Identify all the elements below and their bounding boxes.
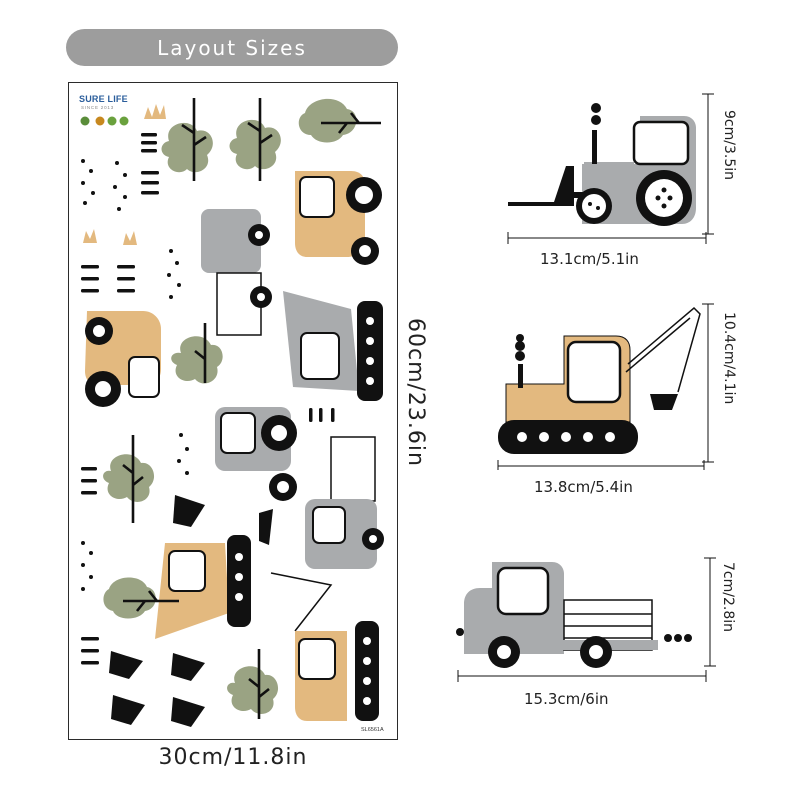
excavator-height-label: 10.4cm/4.1in — [721, 312, 737, 405]
truck — [201, 209, 272, 336]
truck-width-label: 15.3cm/6in — [524, 690, 609, 708]
tree — [103, 577, 179, 619]
excavator — [283, 291, 383, 401]
excavator — [155, 535, 251, 639]
tree — [227, 649, 279, 719]
decal-artwork — [80, 98, 384, 727]
bulldozer-width-label: 13.1cm/5.1in — [540, 250, 639, 268]
tree — [298, 98, 381, 143]
tractor — [215, 407, 297, 501]
sheet-height-label: 60cm/23.6in — [403, 318, 428, 467]
truck-illustration — [456, 557, 716, 682]
tractor — [85, 311, 161, 407]
excavator — [270, 572, 379, 721]
sheet-width-label: 30cm/11.8in — [158, 745, 308, 770]
tree — [171, 323, 223, 384]
tree — [161, 98, 213, 181]
tree — [229, 98, 281, 181]
bulldozer-illustration — [507, 93, 714, 244]
tree — [103, 435, 155, 523]
brand-subtitle: SINCE 2013 — [81, 105, 115, 110]
tractor — [295, 171, 382, 265]
decal-sheet: SURE LIFE SINCE 2013 — [68, 82, 398, 740]
excavator-illustration — [497, 303, 714, 470]
layout-sizes-title: Layout Sizes — [66, 29, 398, 66]
cones — [109, 495, 273, 727]
product-code: SL6561A — [361, 727, 384, 733]
truck — [305, 436, 384, 569]
cert-badges — [80, 116, 129, 126]
excavator-width-label: 13.8cm/5.4in — [534, 478, 633, 496]
brand-logo: SURE LIFE — [79, 94, 128, 104]
truck-height-label: 7cm/2.8in — [720, 562, 736, 632]
bulldozer-height-label: 9cm/3.5in — [721, 110, 737, 180]
